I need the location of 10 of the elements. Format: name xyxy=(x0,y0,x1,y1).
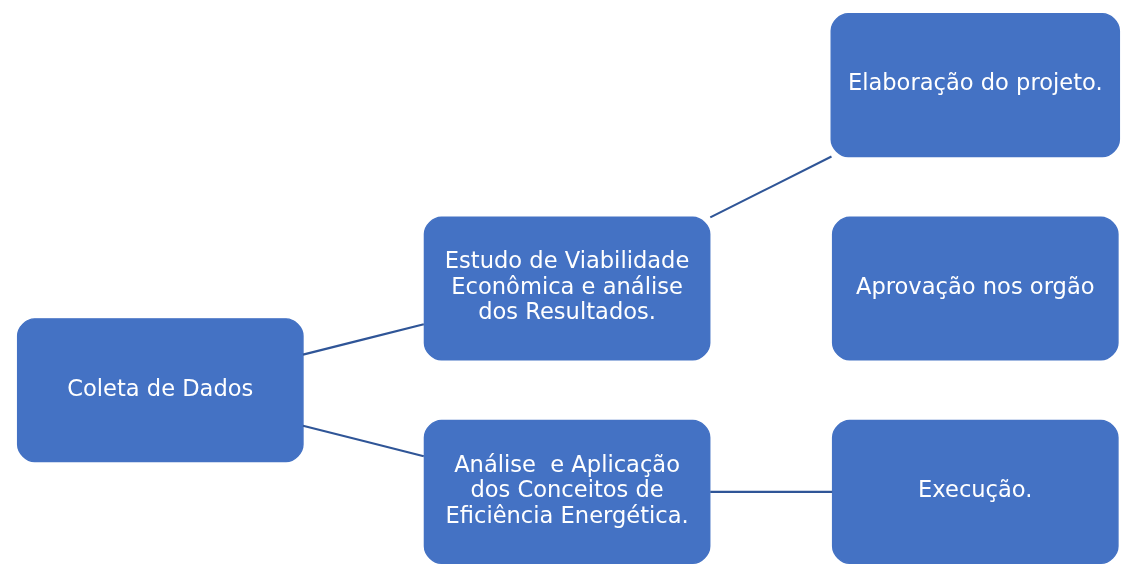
node-box: Aprovação nos orgão xyxy=(831,216,1119,361)
connector xyxy=(302,323,425,356)
connector xyxy=(709,155,832,219)
connector xyxy=(710,490,833,493)
node-box: Coleta de Dados xyxy=(16,318,304,463)
node-box: Estudo de Viabilidade Econômica e análise dos Resultados. xyxy=(423,216,711,361)
node-box: Execução. xyxy=(831,419,1119,564)
node-box: Elaboração do projeto. xyxy=(830,13,1121,158)
node-box: Análise e Aplicação dos Conceitos de Eficiência Energética. xyxy=(423,419,711,564)
connector xyxy=(302,424,425,458)
